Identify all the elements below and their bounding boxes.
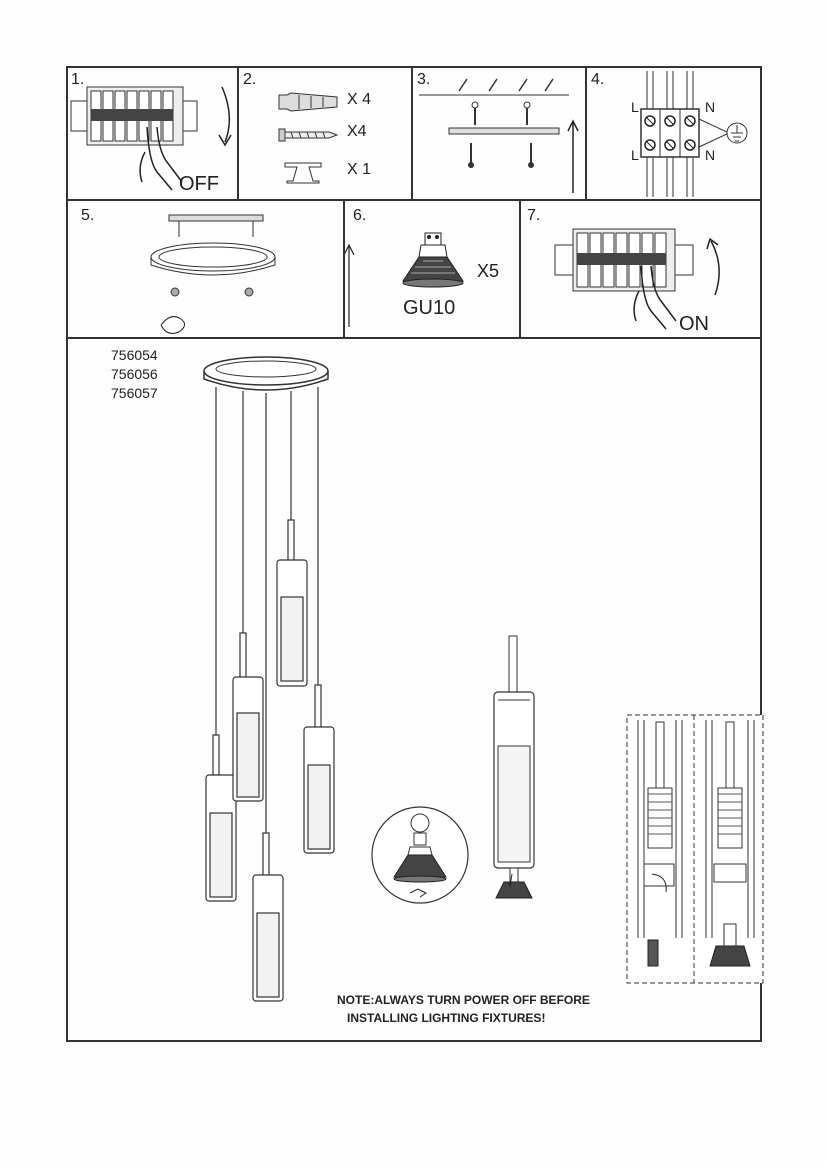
terminal-live-bottom: L <box>631 147 639 163</box>
screw-icon <box>278 128 339 142</box>
canopy-ring-icon <box>150 214 355 334</box>
step-4-number: 4. <box>591 71 605 88</box>
pendant-fixture-icon <box>203 356 335 1002</box>
safety-note: NOTE:ALWAYS TURN POWER OFF BEFORE INSTAL… <box>337 991 590 1027</box>
step-3-number: 3. <box>417 71 431 88</box>
bulb-quantity: X5 <box>477 261 500 281</box>
safety-note-line-1: NOTE:ALWAYS TURN POWER OFF BEFORE <box>337 993 590 1007</box>
ground-symbol-icon <box>698 118 748 148</box>
arrow-up-icon <box>706 237 720 296</box>
breaker-panel-icon <box>554 228 694 292</box>
step-1-panel: 1. OFF <box>66 66 238 200</box>
model-number-2: 756056 <box>111 366 158 382</box>
step-5-panel: 5. <box>66 200 355 338</box>
step-2-number: 2. <box>243 71 257 88</box>
bulb-type-label: GU10 <box>403 297 456 319</box>
model-number-1: 756054 <box>111 347 158 363</box>
step-7-number: 7. <box>527 207 541 224</box>
breaker-panel-icon <box>70 86 198 146</box>
step-2-panel: 2. X 4 X4 X 1 <box>238 66 412 200</box>
wall-anchor-icon <box>278 92 338 112</box>
step-6-number: 6. <box>353 207 367 224</box>
safety-note-line-2: INSTALLING LIGHTING FIXTURES! <box>347 1011 546 1025</box>
model-number-3: 756057 <box>111 385 158 401</box>
terminal-live-top: L <box>631 99 639 115</box>
step-4-panel: 4. L N L N <box>586 66 762 200</box>
step-6-panel: 6. X5 GU10 <box>344 200 520 338</box>
step-5-number: 5. <box>81 207 95 224</box>
step-7-panel: 7. ON <box>520 200 762 338</box>
hand-icon <box>633 265 677 330</box>
terminal-neutral-bottom: N <box>705 147 716 163</box>
off-label: OFF <box>179 173 219 195</box>
on-label: ON <box>679 313 709 335</box>
anchor-qty: X 4 <box>347 91 372 108</box>
bulb-detail-icon <box>371 806 469 904</box>
gu10-bulb-icon <box>402 232 464 288</box>
pendant-detail-icon <box>493 635 535 899</box>
mounting-bracket-icon <box>284 162 322 184</box>
terminal-block-icon <box>640 71 700 197</box>
hand-icon <box>139 126 183 191</box>
screw-qty: X4 <box>347 123 367 140</box>
ceiling-mount-icon <box>419 78 579 193</box>
main-illustration-panel: 756054 756056 756057 <box>66 338 762 1042</box>
arrow-down-icon <box>218 86 232 147</box>
step-1-number: 1. <box>71 71 85 88</box>
step-3-panel: 3. <box>412 66 586 200</box>
terminal-neutral-top: N <box>705 99 716 115</box>
bracket-qty: X 1 <box>347 161 372 178</box>
lamp-holder-detail-icon <box>626 714 764 984</box>
